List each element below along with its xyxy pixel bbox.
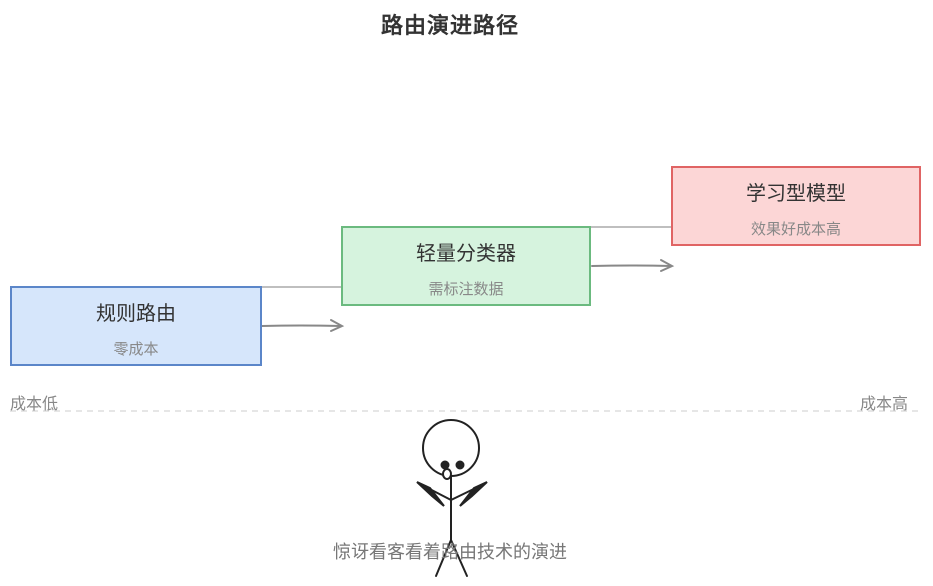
figure-head	[422, 419, 480, 477]
surprised-stick-figure	[416, 419, 488, 577]
figure-eye-right	[455, 460, 465, 470]
cost-high-label: 成本高	[860, 394, 909, 413]
cost-low-label: 成本低	[10, 394, 59, 413]
arrow-1	[261, 319, 345, 332]
stage-cost: 零成本	[113, 340, 159, 358]
arrow-2	[591, 259, 675, 272]
figure-caption: 惊讶看客看着路由技术的演进	[333, 542, 567, 563]
stage-box-rule-routing: 规则路由 零成本	[10, 286, 262, 366]
figure-leg-left	[435, 539, 452, 577]
figure-eye-left	[440, 460, 450, 470]
figure-hand-right	[459, 481, 488, 507]
stage-cost: 效果好成本高	[750, 220, 841, 238]
stage-cost: 需标注数据	[428, 280, 504, 298]
stage-box-light-classifier: 轻量分类器 需标注数据	[341, 226, 591, 306]
figure-leg-right	[450, 539, 468, 577]
figure-mouth	[442, 468, 452, 480]
stage-name: 学习型模型	[746, 181, 846, 205]
stage-box-learned-model: 学习型模型 效果好成本高	[671, 166, 921, 246]
stage-name: 轻量分类器	[416, 241, 516, 265]
diagram-title: 路由演进路径	[380, 14, 519, 39]
figure-hand-left	[416, 481, 445, 507]
stage-name: 规则路由	[96, 301, 176, 325]
